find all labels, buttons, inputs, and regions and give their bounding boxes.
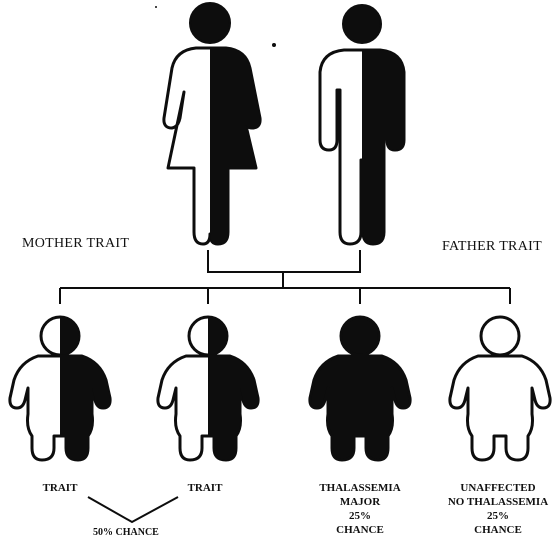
child-label-4-line-4: CHANCE [442, 523, 554, 537]
child-body [450, 356, 550, 460]
child-label-3: THALASSEMIA MAJOR 25% CHANCE [300, 481, 420, 537]
trait-group-label: 50% CHANCE [93, 527, 159, 538]
child-label-3-line-3: 25% [300, 509, 420, 523]
connector-lines [60, 250, 510, 304]
child-head [481, 317, 519, 355]
child-label-4-line-1: UNAFFECTED [442, 481, 554, 495]
child-label-2: TRAIT [155, 481, 255, 495]
child-label-4-line-2: NO THALASSEMIA [442, 495, 554, 509]
parents-join-line [208, 250, 360, 272]
child-figure-2 [158, 317, 258, 460]
child-label-1: TRAIT [10, 481, 110, 495]
child-figure-3 [310, 317, 410, 460]
child-label-3-line-4: CHANCE [300, 523, 420, 537]
father-figure [320, 5, 404, 244]
father-label: FATHER TRAIT [442, 239, 542, 255]
child-label-1-line-1: TRAIT [10, 481, 110, 495]
child-label-4-line-3: 25% [442, 509, 554, 523]
child-label-3-line-1: THALASSEMIA [300, 481, 420, 495]
child-head [341, 317, 379, 355]
speck-mark [272, 43, 276, 47]
children-figures [10, 317, 550, 460]
child-figure-1 [10, 317, 110, 460]
child-label-2-line-1: TRAIT [155, 481, 255, 495]
speck-mark [155, 6, 157, 8]
trait-group-bracket [88, 497, 178, 522]
mother-label: MOTHER TRAIT [22, 236, 129, 252]
child-body [310, 356, 410, 460]
mother-figure [164, 3, 260, 244]
child-label-3-line-2: MAJOR [300, 495, 420, 509]
child-label-4: UNAFFECTED NO THALASSEMIA 25% CHANCE [442, 481, 554, 537]
child-figure-4 [450, 317, 550, 460]
